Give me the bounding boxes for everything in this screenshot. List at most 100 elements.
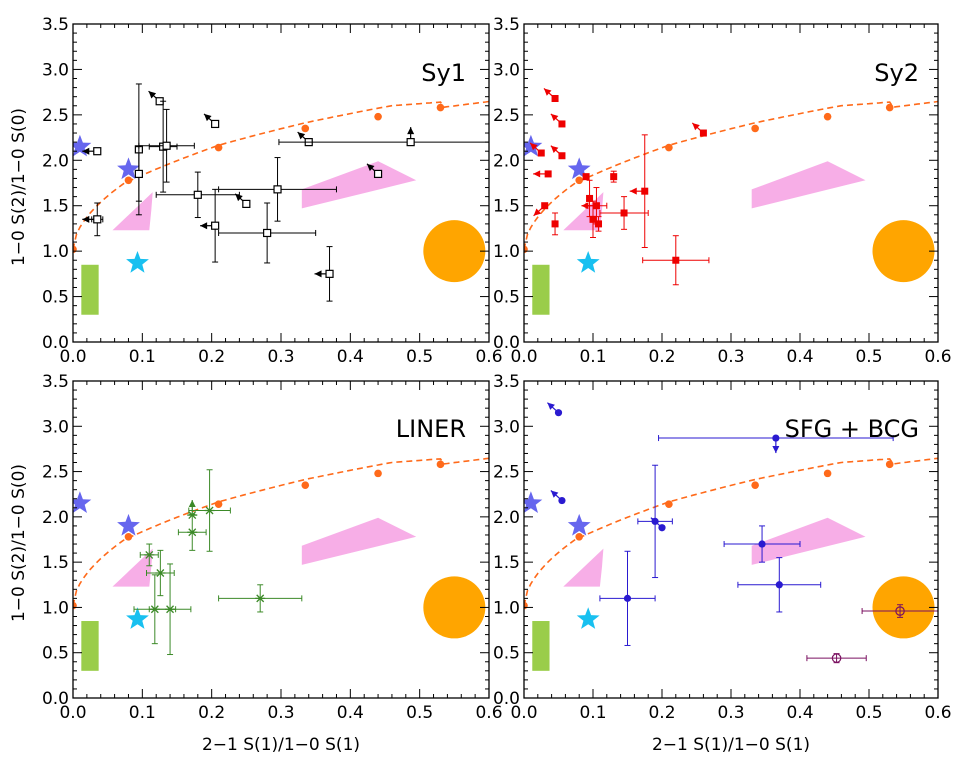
x-tick-label: 0.6 — [924, 347, 951, 367]
data-point — [544, 170, 552, 178]
blue-star — [117, 513, 140, 536]
cyan-star — [126, 251, 149, 273]
y-tick-label: 3.0 — [42, 60, 69, 80]
model-point — [301, 124, 310, 133]
model-curve — [73, 457, 489, 606]
model-point — [885, 460, 894, 469]
data-point — [373, 169, 383, 179]
blue-star — [73, 134, 92, 157]
y-tick-label: 1.0 — [493, 242, 520, 262]
x-tick-label: 0.1 — [129, 703, 156, 723]
limit-arrow-head — [650, 517, 659, 525]
data-point — [772, 434, 780, 442]
y-tick-label: 2.0 — [493, 151, 520, 171]
data-point — [155, 569, 166, 577]
limit-arrow-head — [204, 113, 212, 122]
data-point — [610, 173, 618, 181]
y-tick-label: 1.0 — [42, 598, 69, 618]
y-tick-label: 2.5 — [42, 463, 69, 483]
x-tick-label: 0.4 — [786, 703, 813, 723]
data-point — [162, 141, 171, 150]
x-tick-label: 0.0 — [510, 347, 537, 367]
model-region — [301, 161, 417, 209]
data-point — [325, 269, 334, 278]
limit-arrow-head — [581, 202, 589, 210]
y-tick-label: 0.0 — [42, 333, 69, 353]
y-tick-label: 1.5 — [42, 197, 69, 217]
x-tick-label: 0.6 — [475, 347, 502, 367]
x-tick-label: 0.3 — [267, 347, 294, 367]
limit-arrow-head — [550, 113, 559, 122]
x-tick-label: 0.4 — [337, 347, 364, 367]
y-tick-label: 3.0 — [493, 60, 520, 80]
y-tick-label: 3.0 — [42, 417, 69, 437]
model-point — [885, 103, 894, 112]
y-tick-label: 0.0 — [42, 689, 69, 709]
data-point — [831, 653, 842, 663]
x-tick-label: 0.0 — [510, 703, 537, 723]
data-point — [558, 120, 566, 128]
x-tick-label: 0.1 — [579, 703, 606, 723]
cyan-star — [576, 251, 600, 273]
data-point — [620, 209, 628, 217]
y-tick-label: 2.0 — [42, 508, 69, 528]
limit-arrow-head — [366, 163, 375, 172]
data-point — [589, 215, 597, 223]
limit-arrow-head — [82, 147, 90, 155]
blue-star — [567, 513, 591, 536]
data-point — [263, 228, 272, 238]
x-tick-label: 0.2 — [198, 703, 225, 723]
data-point — [242, 199, 251, 208]
y-tick-label: 2.0 — [42, 151, 69, 171]
model-disk — [872, 220, 935, 283]
y-tick-label: 3.5 — [493, 15, 520, 35]
y-tick-label: 0.0 — [493, 689, 520, 709]
model-point — [575, 176, 583, 185]
limit-arrow-head — [543, 88, 552, 96]
x-axis-label: 2−1 S(1)/1−0 S(1) — [652, 735, 810, 755]
x-axis-label: 2−1 S(1)/1−0 S(1) — [202, 735, 360, 755]
limit-arrow-head — [148, 91, 157, 99]
limit-arrow-head — [533, 170, 541, 178]
data-point — [211, 119, 220, 129]
model-region — [112, 192, 153, 231]
model-point — [751, 124, 759, 133]
y-tick-label: 1.0 — [42, 242, 69, 262]
data-point — [273, 185, 282, 194]
cyan-star — [576, 607, 600, 629]
data-point — [187, 528, 198, 537]
model-point — [436, 103, 445, 112]
data-point — [144, 550, 155, 559]
y-tick-label: 0.0 — [493, 333, 520, 353]
data-point — [758, 540, 766, 548]
data-point — [93, 147, 102, 156]
data-point — [586, 194, 594, 202]
limit-arrow-head — [314, 270, 322, 278]
model-point — [124, 532, 133, 541]
model-point — [665, 500, 673, 508]
model-disk — [423, 576, 486, 639]
y-tick-label: 3.5 — [42, 372, 69, 392]
data-point — [623, 594, 632, 602]
panel-title: Sy2 — [874, 59, 919, 87]
cyan-star — [126, 607, 149, 629]
limit-arrow-head — [547, 402, 555, 410]
model-point — [665, 143, 673, 152]
data-point — [165, 605, 176, 614]
model-point — [823, 469, 832, 478]
x-tick-label: 0.1 — [129, 347, 156, 367]
y-tick-label: 0.5 — [493, 644, 520, 664]
data-point — [551, 220, 559, 228]
limit-arrow-head — [629, 187, 637, 195]
data-point — [93, 215, 102, 224]
y-axis-label: 1−0 S(2)/1−0 S(0) — [9, 464, 29, 622]
x-tick-label: 0.5 — [855, 703, 882, 723]
data-point — [592, 202, 600, 210]
limit-arrow-head — [200, 222, 208, 230]
panel-title: Sy1 — [421, 59, 466, 87]
blue-star — [117, 157, 140, 180]
limit-arrow-head — [235, 193, 243, 202]
x-tick-label: 0.3 — [717, 347, 744, 367]
